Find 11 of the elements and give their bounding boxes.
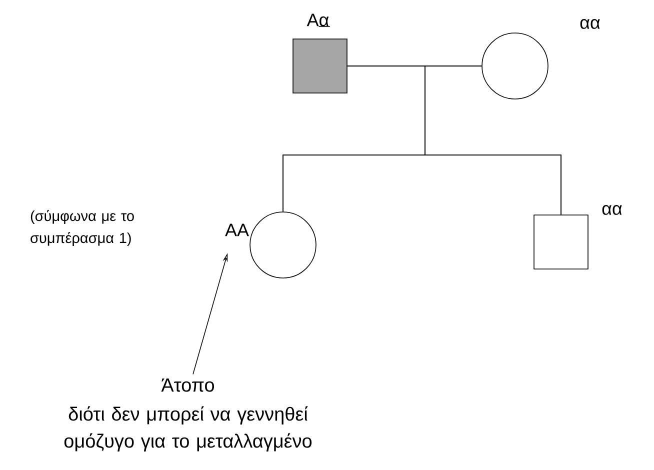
descent-line (424, 66, 562, 215)
female-circle (482, 32, 548, 100)
genotype-label: αα (602, 205, 622, 215)
genotype-label: Αα (306, 14, 329, 26)
male-square (534, 214, 588, 270)
note-text: (σύμφωνα με το συμπέρασμα 1) (30, 210, 134, 246)
note-text: Άτοπο διότι δεν μπορεί να γεννηθεί ομόζυγο για το μεταλλαγμένο (64, 378, 312, 452)
genotype-label: αα (580, 19, 600, 29)
affected-male-square (292, 38, 348, 94)
genotype-label: ΑΑ (225, 224, 249, 236)
female-circle (250, 212, 316, 278)
